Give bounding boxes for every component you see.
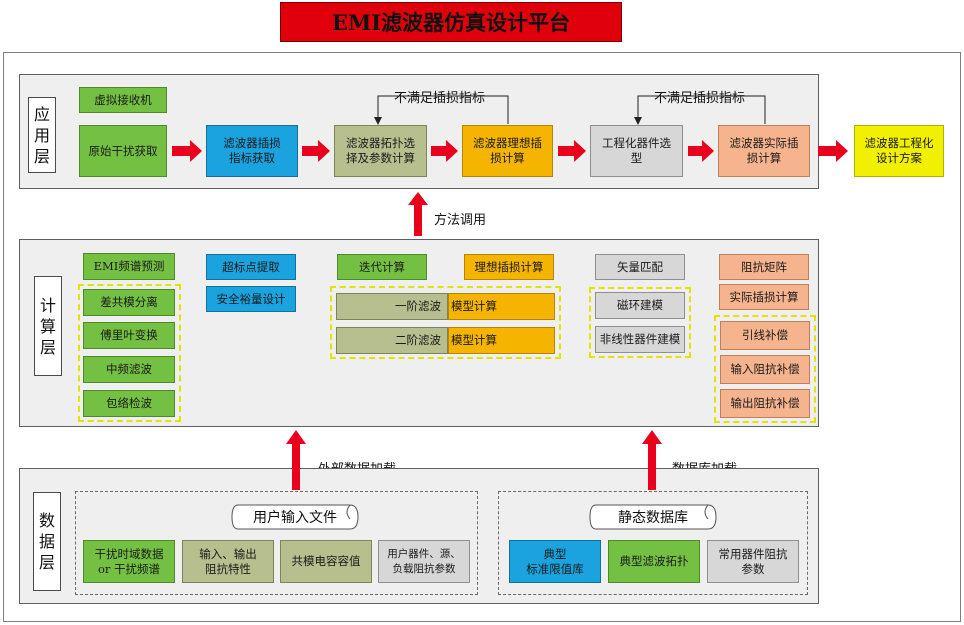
first-order-box: 一阶滤波 xyxy=(336,293,448,320)
ideal-calc-box: 理想插损计算 xyxy=(464,254,554,280)
user-file-item: 用户器件、源、 负载阻抗参数 xyxy=(378,540,470,583)
first-order-label: 一阶滤波 xyxy=(395,299,441,313)
feedback-label-2: 不满足插损指标 xyxy=(654,91,746,106)
actual-calc-box: 实际插损计算 xyxy=(719,284,809,310)
raw-interference-box: 原始干扰获取 xyxy=(79,125,167,177)
second-order-model-label: 模型计算 xyxy=(451,333,497,347)
compensation-item: 输入阻抗补偿 xyxy=(720,355,810,384)
second-order-label: 二阶滤波 xyxy=(395,333,441,347)
db-item: 典型 标准限值库 xyxy=(509,540,601,583)
order-model-group xyxy=(330,286,561,359)
compensation-group xyxy=(714,315,816,423)
user-file-item: 干扰时域数据 or 干扰频谱 xyxy=(83,540,175,583)
vector-item: 非线性器件建模 xyxy=(595,326,685,353)
spectrum-step: 中频滤波 xyxy=(83,356,175,383)
spectrum-step: 包络检波 xyxy=(83,390,175,417)
vector-modeling-group xyxy=(589,287,691,358)
page-title: EMI滤波器仿真设计平台 xyxy=(331,10,571,35)
iterative-box: 迭代计算 xyxy=(337,254,427,280)
spectrum-step: 傅里叶变换 xyxy=(83,322,175,349)
compute-layer-label: 计 算 层 xyxy=(34,276,62,376)
data-layer-label: 数 据 层 xyxy=(33,492,61,591)
second-order-box: 二阶滤波 xyxy=(336,327,448,354)
first-order-model-box: 模型计算 xyxy=(448,293,555,320)
static-db-group xyxy=(498,491,808,595)
user-file-item: 共模电容容值 xyxy=(280,540,372,583)
vector-item: 磁环建模 xyxy=(595,292,685,319)
feedback-label-1: 不满足插损指标 xyxy=(394,91,486,106)
topology-select-box: 滤波器拓扑选 择及参数计算 xyxy=(334,125,427,177)
actual-loss-box: 滤波器实际插 损计算 xyxy=(718,125,810,177)
spectrum-predict-box: EMI频谱预测 xyxy=(83,253,175,280)
second-order-model-box: 模型计算 xyxy=(448,327,555,354)
db-item: 常用器件阻抗 参数 xyxy=(707,540,799,583)
engineering-select-box: 工程化器件选 型 xyxy=(590,125,683,177)
vector-fit-box: 矢量匹配 xyxy=(595,254,685,280)
impedance-matrix-box: 阻抗矩阵 xyxy=(719,254,809,280)
engineering-plan-box: 滤波器工程化 设计方案 xyxy=(854,125,944,177)
application-layer-label: 应 用 层 xyxy=(28,97,56,173)
insertion-loss-spec-box: 滤波器插损 指标获取 xyxy=(206,125,298,177)
user-input-group xyxy=(75,491,478,595)
title-banner: EMI滤波器仿真设计平台 xyxy=(280,2,622,42)
method-call-label: 方法调用 xyxy=(434,213,487,228)
virtual-receiver-box: 虚拟接收机 xyxy=(79,87,167,113)
static-db-title: 静态数据库 xyxy=(618,510,688,526)
first-order-model-label: 模型计算 xyxy=(451,299,497,313)
ideal-loss-box: 滤波器理想插 损计算 xyxy=(462,125,553,177)
db-item: 典型滤波拓扑 xyxy=(608,540,700,583)
safety-margin-box: 安全裕量设计 xyxy=(206,286,296,312)
spectrum-steps-group xyxy=(78,284,181,422)
overshoot-box: 超标点提取 xyxy=(206,254,296,280)
spectrum-step: 差共模分离 xyxy=(83,289,175,316)
user-file-item: 输入、输出 阻抗特性 xyxy=(182,540,274,583)
compensation-item: 引线补偿 xyxy=(720,321,810,350)
compensation-item: 输出阻抗补偿 xyxy=(720,389,810,418)
user-input-title: 用户输入文件 xyxy=(253,510,337,526)
